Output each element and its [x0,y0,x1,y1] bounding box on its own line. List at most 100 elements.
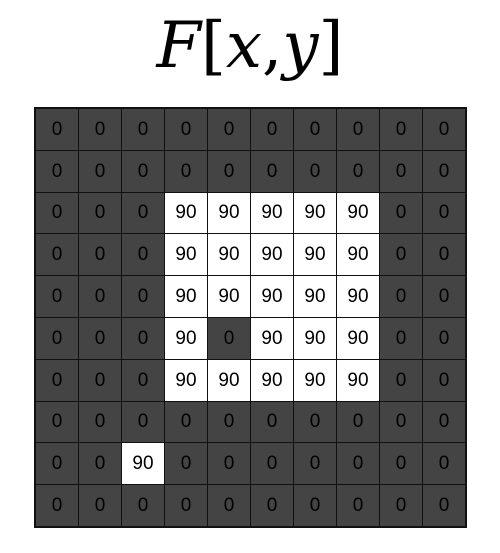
grid-cell: 90 [165,317,207,359]
title-open-bracket: [ [200,9,226,83]
grid-cell: 0 [423,150,465,192]
grid-cell: 90 [251,192,293,234]
grid-cell: 0 [380,276,422,317]
grid-cell: 90 [165,192,207,234]
grid-cell: 90 [337,276,379,317]
grid-cell: 0 [79,443,121,485]
grid-cell: 0 [208,443,250,485]
grid-cell: 0 [165,443,207,485]
grid-cell: 0 [423,276,465,317]
grid-cell: 0 [294,150,336,192]
grid-cell: 0 [423,359,465,401]
grid-cell: 0 [423,401,465,443]
grid-cell: 0 [380,234,422,276]
grid-cell: 0 [36,234,78,276]
grid-cell: 90 [122,443,164,485]
grid-cell: 0 [79,359,121,401]
grid-cell: 0 [165,401,207,443]
grid-cell: 0 [36,192,78,234]
grid-cell: 0 [208,485,250,526]
grid-cell: 0 [122,485,164,526]
grid-cell: 0 [36,359,78,401]
grid-cell: 0 [337,443,379,485]
grid-cell: 0 [337,401,379,443]
grid-cell: 90 [294,234,336,276]
grid-cell: 90 [251,359,293,401]
grid-cell: 0 [208,109,250,150]
grid-cell: 0 [294,485,336,526]
grid-cell: 0 [36,276,78,317]
grid-cell: 0 [380,443,422,485]
grid-cell: 90 [294,276,336,317]
grid-cell: 0 [251,443,293,485]
title-x: x [225,9,262,83]
grid-cell: 0 [36,485,78,526]
grid-cell: 0 [294,109,336,150]
grid-cell: 90 [251,234,293,276]
grid-cell: 0 [165,109,207,150]
grid-cell: 0 [251,401,293,443]
grid-cell: 0 [423,317,465,359]
title-function: F [156,9,201,83]
grid-cell: 0 [337,485,379,526]
grid-cell: 90 [251,276,293,317]
grid-cell: 0 [294,443,336,485]
grid-cell: 0 [36,109,78,150]
grid-cell: 0 [380,485,422,526]
grid-cell: 90 [294,317,336,359]
grid-cell: 0 [165,485,207,526]
grid-cell: 90 [165,276,207,317]
grid-cell: 0 [79,150,121,192]
grid-cell: 90 [165,359,207,401]
grid-cell: 90 [337,317,379,359]
grid-cell: 0 [79,276,121,317]
grid-cell: 0 [208,150,250,192]
grid-cell: 0 [208,401,250,443]
grid-cell: 0 [122,234,164,276]
grid-cell: 0 [208,317,250,359]
grid-cell: 90 [208,359,250,401]
grid-cell: 0 [337,109,379,150]
grid-cell: 0 [380,109,422,150]
title-y: y [282,9,319,83]
grid-cell: 0 [423,443,465,485]
grid-cell: 0 [122,192,164,234]
grid-cell: 0 [294,401,336,443]
title-comma: , [262,9,283,83]
grid-cell: 0 [36,150,78,192]
grid-cell: 0 [380,150,422,192]
grid-cell: 0 [36,317,78,359]
grid-cell: 0 [122,109,164,150]
grid-cell: 0 [380,401,422,443]
grid-cell: 90 [337,192,379,234]
grid-cell: 0 [423,109,465,150]
grid-cell: 0 [79,192,121,234]
grid-cell: 0 [79,234,121,276]
grid-cell: 90 [337,234,379,276]
grid-cell: 0 [36,443,78,485]
grid-cell: 90 [208,234,250,276]
grid-cell: 90 [208,192,250,234]
grid-cell: 0 [122,359,164,401]
formula-title: F[x, y] [0,4,500,88]
grid-cell: 90 [165,234,207,276]
grid-cell: 0 [380,192,422,234]
grid-cell: 0 [380,359,422,401]
grid-cell: 0 [79,401,121,443]
grid-cell: 0 [380,317,422,359]
grid-cell: 0 [423,485,465,526]
grid-cell: 0 [251,485,293,526]
grid-cell: 90 [337,359,379,401]
grid-cell: 0 [122,317,164,359]
grid-cell: 0 [165,150,207,192]
grid-cell: 90 [294,359,336,401]
grid-cell: 90 [251,317,293,359]
grid-cell: 0 [423,234,465,276]
grid-cell: 0 [423,192,465,234]
grid-cell: 0 [122,401,164,443]
grid-cell: 0 [251,150,293,192]
grid-cell: 0 [337,150,379,192]
grid-cell: 0 [36,401,78,443]
grid-cell: 90 [294,192,336,234]
